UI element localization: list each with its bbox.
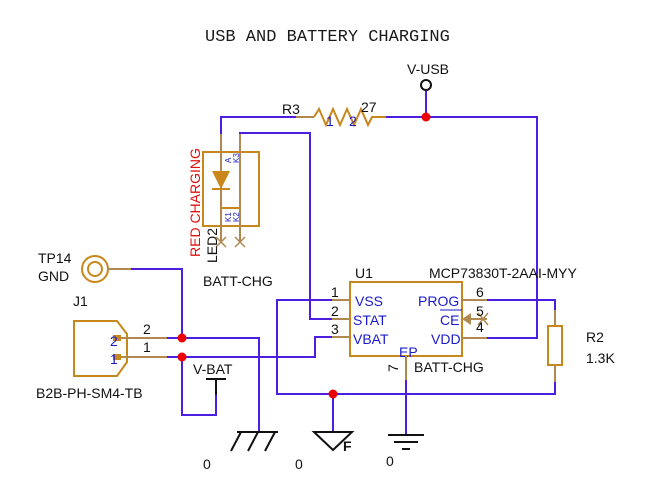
led2-pin-k3: K3 (232, 153, 241, 163)
tp14[interactable]: TP14 GND (38, 250, 131, 284)
wire-vss-gnd[interactable] (276, 299, 556, 395)
ce-arrow-icon (462, 313, 471, 325)
u1-pin1-num: 1 (331, 284, 339, 300)
junction-j1-pin2 (177, 333, 187, 343)
led2-body (202, 151, 260, 227)
j1-ref: J1 (73, 293, 88, 309)
r3[interactable]: R3 27 1 2 (282, 99, 386, 129)
u1-pin-vss: VSS (355, 293, 383, 309)
led2-pin-k1: K1 (224, 212, 233, 222)
earth-ground[interactable]: 0 (386, 434, 424, 469)
wire-j1-pin1[interactable] (167, 336, 332, 358)
wire-prog-r2[interactable] (487, 299, 556, 310)
u1-pin2-num: 2 (331, 303, 339, 319)
u1-pin-ep: EP (399, 344, 418, 360)
junction-gnd-bus (328, 389, 338, 399)
wires (131, 91, 556, 434)
vbat-label: V-BAT (193, 361, 233, 377)
vusb-label: V-USB (407, 61, 449, 77)
signal-ground-icon (311, 431, 355, 452)
j1-pin1-num: 1 (143, 339, 151, 355)
j1-pin1-name: 1 (110, 351, 118, 367)
resistor-box-icon (547, 325, 563, 366)
u1-pin5-num: 5 (476, 303, 484, 319)
gnd-c-label: 0 (386, 453, 394, 469)
j1[interactable]: J1 2 1 2 1 B2B-PH-SM4-TB (36, 293, 167, 401)
wire-vbat-label[interactable] (181, 357, 217, 416)
resistor-zigzag-icon (313, 106, 386, 128)
u1-pin3-num: 3 (331, 321, 339, 337)
wire-vusb-vdd[interactable] (386, 116, 538, 339)
u1-ref: U1 (355, 265, 373, 281)
r2-value: 1.3K (586, 350, 615, 366)
vusb-port[interactable]: V-USB (407, 61, 449, 91)
led2-value: RED CHARGING (187, 148, 203, 257)
signal-ground-f[interactable]: F 0 (295, 431, 355, 472)
r3-value: 27 (361, 99, 377, 115)
gnd-f-label: F (343, 438, 352, 454)
u1[interactable]: U1 MCP73830T-2AAI-MYY 1 2 3 VSS STAT VBA… (331, 265, 577, 380)
u1-pin-vbat: VBAT (353, 331, 389, 347)
tp14-net: GND (38, 268, 69, 284)
led2-ref: LED2 (204, 228, 220, 263)
diode-icon (212, 171, 230, 189)
gnd-a-label: 0 (203, 456, 211, 472)
j1-pin2-num: 2 (143, 321, 151, 337)
wire-tp14-gnd[interactable] (131, 268, 183, 338)
connector-icon (73, 320, 128, 377)
junction-vusb (421, 112, 431, 122)
led2[interactable]: A K3 K1 K2 RED CHARGING LED2 BATT-CHG (187, 134, 273, 289)
r3-pin1: 1 (326, 113, 334, 129)
u1-sheet: BATT-CHG (414, 359, 484, 375)
led2-pin-a: A (224, 157, 233, 163)
u1-pin4-num: 4 (476, 319, 484, 335)
u1-pin-stat: STAT (353, 312, 387, 328)
sheet-title: USB AND BATTERY CHARGING (205, 28, 450, 47)
j1-value: B2B-PH-SM4-TB (36, 385, 143, 401)
u1-value: MCP73830T-2AAI-MYY (429, 265, 577, 281)
r3-pin2: 2 (349, 113, 357, 129)
wire-led-stat[interactable] (239, 132, 332, 320)
chassis-ground[interactable]: 0 (203, 431, 278, 472)
r2[interactable]: R2 1.3K (547, 310, 615, 382)
u1-pin7-num: 7 (385, 364, 401, 372)
led2-sheet: BATT-CHG (203, 273, 273, 289)
r2-ref: R2 (586, 329, 604, 345)
gnd-b-label: 0 (295, 456, 303, 472)
tp14-ref: TP14 (38, 250, 72, 266)
j1-pin2-name: 2 (110, 333, 118, 349)
u1-pin-ce: CE (440, 312, 459, 328)
u1-pin-vdd: VDD (431, 331, 461, 347)
u1-pin-prog: PROG (418, 293, 459, 309)
vusb-port-icon (420, 79, 432, 91)
testpoint-icon (81, 255, 109, 283)
wire-r3-led-anode[interactable] (220, 116, 296, 134)
vbat-net[interactable]: V-BAT (193, 361, 233, 395)
u1-pin6-num: 6 (476, 284, 484, 300)
led2-pin-k2: K2 (232, 212, 241, 222)
no-connect-icon (215, 236, 246, 248)
wire-j1-pin2[interactable] (167, 337, 260, 432)
r3-ref: R3 (282, 101, 300, 117)
junction-j1-pin1 (177, 352, 187, 362)
